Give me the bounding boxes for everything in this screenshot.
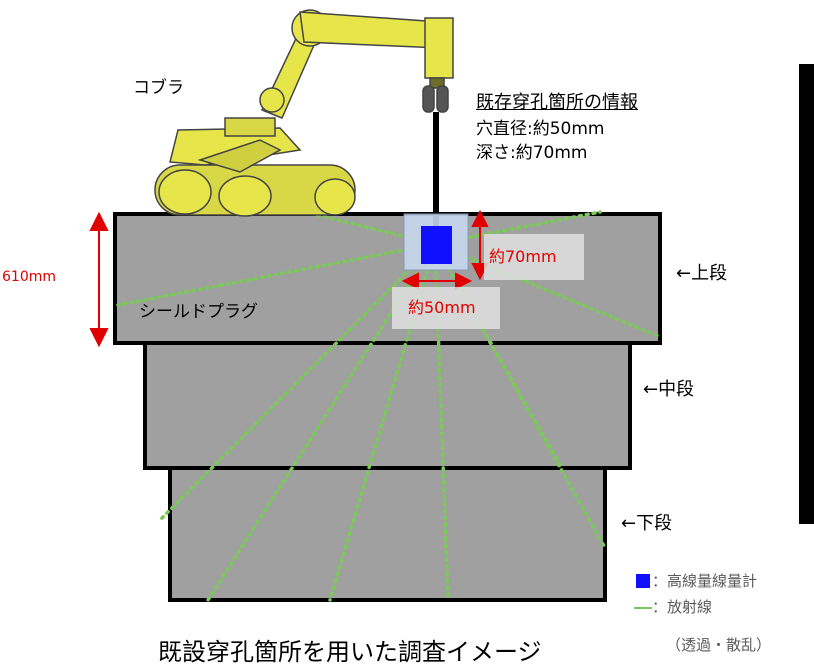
radiation-ray <box>433 242 660 338</box>
legend-radiation-note: （透過・散乱） <box>666 636 772 654</box>
hole-depth-label: 約70mm <box>489 247 557 266</box>
cobra-robot <box>154 9 454 217</box>
lower-block <box>168 463 607 602</box>
detector-icon <box>421 226 452 264</box>
shield-plug-label: シールドプラグ <box>139 302 258 322</box>
info-title: 既存穿孔箇所の情報 <box>476 92 638 113</box>
hole-depth-box <box>484 234 584 280</box>
legend-radiation-label: ：放射線 <box>652 598 713 616</box>
caption: 既設穿孔箇所を用いた調査イメージ <box>158 638 542 666</box>
hole-diameter-box <box>392 287 500 329</box>
height-arrow-head <box>89 211 109 231</box>
legend-detector-swatch <box>636 574 650 588</box>
height-arrow-head <box>89 328 109 348</box>
side-image-panel <box>799 64 814 524</box>
radiation-ray <box>116 242 437 307</box>
info-diameter: 穴直径:約50mm <box>476 119 605 139</box>
robot-name: コブラ <box>133 78 184 98</box>
middle-tier-label: ←中段 <box>643 379 695 400</box>
lower-tier-label: ←下段 <box>621 513 673 534</box>
hole-depth-arrow-head <box>471 209 489 227</box>
hole-diameter-arrow-head <box>401 272 419 290</box>
dimension-arrows <box>89 209 489 348</box>
hole-depth-arrow-head <box>471 263 489 281</box>
total-height-label: 610mm <box>2 269 56 285</box>
upper-tier-label: ←上段 <box>676 263 728 284</box>
radiation-ray <box>158 242 437 522</box>
info-depth: 深さ:約70mm <box>476 143 588 163</box>
hole-diameter-label: 約50mm <box>408 298 476 317</box>
hole-diameter-arrow-head <box>455 272 473 290</box>
legend-detector-label: ：高線量線量計 <box>652 572 758 590</box>
